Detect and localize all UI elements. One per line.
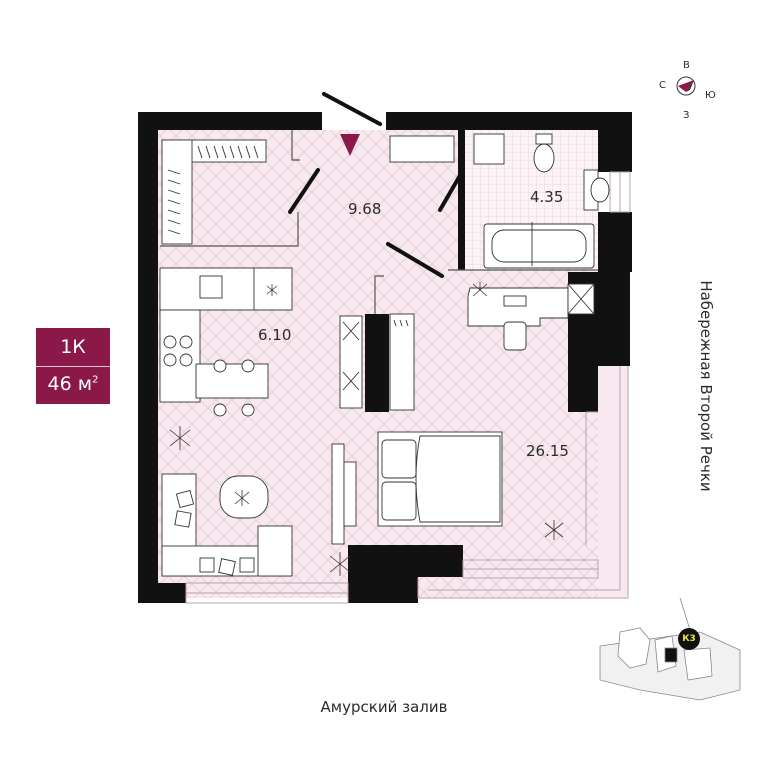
walls bbox=[138, 112, 632, 603]
wardrobe-icon bbox=[161, 139, 267, 245]
compass-icon bbox=[676, 76, 696, 96]
windows bbox=[185, 171, 631, 604]
area-unit-sup: 2 bbox=[92, 374, 99, 386]
compass-east-label: В bbox=[683, 60, 690, 71]
toilet-icon bbox=[535, 133, 553, 145]
compass-west-label: З bbox=[683, 110, 690, 121]
desk-icon bbox=[467, 283, 595, 351]
building-label: К3 bbox=[678, 628, 700, 650]
room-area-bathroom: 4.35 bbox=[530, 188, 564, 206]
compass-south-label: Ю bbox=[705, 90, 716, 101]
plant-icon bbox=[169, 282, 564, 576]
apartment-type: 1К bbox=[60, 336, 86, 358]
bed-icon bbox=[377, 431, 503, 527]
apartment-area: 46 м2 bbox=[36, 373, 110, 395]
kitchen-unit-icon bbox=[159, 267, 293, 417]
apartment-area-value: 46 м bbox=[47, 373, 93, 395]
hall-bench bbox=[389, 135, 455, 163]
compass-north-label: С bbox=[659, 80, 666, 91]
tv-stand-icon bbox=[331, 313, 415, 545]
street-label-south: Амурский залив bbox=[320, 698, 448, 716]
partitions bbox=[160, 130, 598, 314]
room-area-kitchen: 6.10 bbox=[258, 326, 292, 344]
entrance-arrow-icon bbox=[340, 134, 360, 156]
street-label-east: Набережная Второй Речки bbox=[697, 280, 715, 492]
apartment-badge: 1К 46 м2 bbox=[36, 328, 110, 404]
room-area-hall: 9.68 bbox=[348, 200, 382, 218]
room-area-living: 26.15 bbox=[526, 442, 569, 460]
site-plan-map bbox=[599, 597, 741, 701]
bathroom-fixtures bbox=[473, 133, 610, 269]
badge-divider bbox=[36, 366, 110, 367]
doors bbox=[288, 92, 464, 278]
sofa-icon bbox=[161, 473, 293, 577]
